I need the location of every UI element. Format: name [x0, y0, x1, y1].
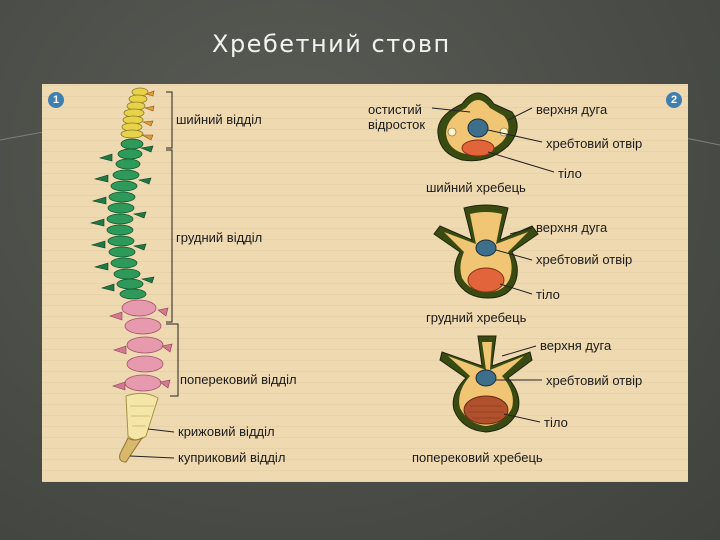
slide-title: Хребетний стовп: [212, 30, 451, 58]
label-lumbar-body: тіло: [544, 415, 568, 430]
label-lumbar-region: поперековий відділ: [180, 372, 297, 387]
caption-thoracic-vertebra: грудний хребець: [426, 310, 526, 325]
label-thoracic-region: грудний відділ: [176, 230, 262, 245]
label-thoracic-arch: верхня дуга: [536, 220, 607, 235]
thoracic-vertebra-diagram: [434, 205, 538, 298]
figure-number-badge-2: 2: [666, 92, 682, 108]
figure-number-badge-1: 1: [48, 92, 64, 108]
label-coccygeal-region: куприковий відділ: [178, 450, 285, 465]
sacrum: [126, 393, 158, 440]
coccyx: [120, 438, 142, 462]
lumbar-vertebrae: [122, 300, 163, 391]
cervical-vertebrae: [121, 88, 148, 138]
caption-lumbar-vertebra: поперековий хребець: [412, 450, 543, 465]
label-lumbar-arch: верхня дуга: [540, 338, 611, 353]
label-sacral-region: крижовий відділ: [178, 424, 275, 439]
cervical-vertebra-diagram: [438, 93, 517, 161]
spinal-column: [91, 88, 172, 462]
caption-cervical-vertebra: шийний хребець: [426, 180, 526, 195]
label-thoracic-body: тіло: [536, 287, 560, 302]
label-cervical-region: шийний відділ: [176, 112, 262, 127]
thoracic-vertebrae: [107, 139, 146, 299]
label-cervical-arch: верхня дуга: [536, 102, 607, 117]
label-lumbar-foramen: хребтовий отвір: [546, 373, 642, 388]
label-spinous-process: остистий відросток: [368, 102, 438, 132]
label-cervical-foramen: хребтовий отвір: [546, 136, 642, 151]
label-cervical-body: тіло: [558, 166, 582, 181]
spine-figure: 1 2 шийний відділ грудний відділ поперек…: [42, 84, 688, 482]
label-thoracic-foramen: хребтовий отвір: [536, 252, 632, 267]
